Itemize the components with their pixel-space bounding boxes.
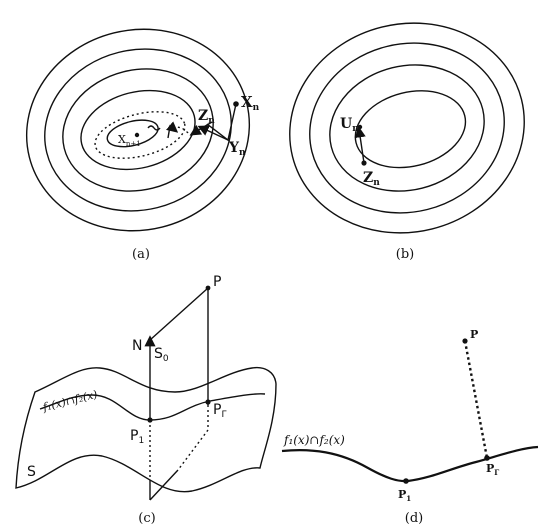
panel-d: P PΓ P1 f₁(x)∩f₂(x) (d) — [281, 328, 539, 526]
contour-ring-4 — [80, 89, 196, 171]
dotted-hidden-c2 — [177, 405, 209, 471]
label-p-d: P — [470, 328, 478, 341]
contour-ring-3 — [62, 68, 214, 192]
label-pt-c: PΓ — [213, 402, 226, 420]
intersection-curve-d — [281, 445, 539, 483]
caption-d: (d) — [405, 511, 423, 526]
contour-ring-b3 — [329, 64, 485, 192]
point-pt-d — [484, 455, 490, 461]
caption-c: (c) — [138, 511, 155, 526]
panel-b: Un Zn (b) — [289, 22, 525, 262]
label-s-c: S — [27, 464, 36, 480]
contour-ring-1 — [25, 28, 251, 232]
label-x-n1: Xn+1 — [118, 133, 141, 148]
caption-a: (a) — [132, 247, 150, 262]
step-arrow-2 — [189, 121, 213, 136]
panel-c: P N S0 S P1 PΓ f₁(x)∩f₂(x) (c) — [15, 274, 277, 526]
wiggle-a — [147, 125, 161, 131]
point-pt-c — [205, 399, 211, 405]
contour-ring-b4 — [354, 90, 467, 169]
panel-a: Xn Yn Zn Xn+1 (a) — [25, 28, 260, 262]
label-n-c: N — [132, 338, 142, 354]
point-p-c — [205, 285, 211, 291]
contour-lines-a — [25, 28, 251, 232]
label-u-n: Un — [340, 116, 359, 134]
label-intersection-d: f₁(x)∩f₂(x) — [283, 433, 345, 447]
label-p-c: P — [213, 274, 221, 290]
step-arrow-b — [354, 126, 366, 164]
label-x-n: Xn — [241, 93, 260, 113]
dotted-perpendicular-d — [463, 340, 489, 459]
step-arrow-1 — [197, 125, 229, 141]
label-z-n: Zn — [198, 108, 215, 126]
contour-ring-b1 — [289, 22, 525, 234]
label-pt-d: PΓ — [486, 462, 499, 477]
dotted-contour-a — [94, 111, 186, 159]
point-p1-d — [403, 478, 409, 484]
contour-ring-2 — [44, 48, 232, 212]
line-s0-p — [149, 287, 209, 341]
point-p1-c — [147, 417, 153, 423]
label-p1-c: P1 — [130, 428, 144, 446]
label-p1-d: P1 — [398, 488, 411, 503]
label-z-n-b: Zn — [363, 170, 380, 188]
label-s0-c: S0 — [154, 346, 169, 364]
surface-s — [15, 366, 277, 493]
contour-ring-inner — [106, 119, 159, 148]
label-intersection-c: f₁(x)∩f₂(x) — [41, 388, 99, 414]
label-y-n: Yn — [228, 140, 246, 158]
contour-ring-b2 — [309, 42, 505, 214]
point-x-n1 — [134, 132, 140, 138]
caption-b: (b) — [396, 247, 414, 262]
contour-lines-b — [289, 22, 525, 234]
plane-edge-bottom — [149, 469, 179, 501]
step-arrow-3 — [165, 121, 179, 139]
point-p-d — [462, 338, 468, 344]
